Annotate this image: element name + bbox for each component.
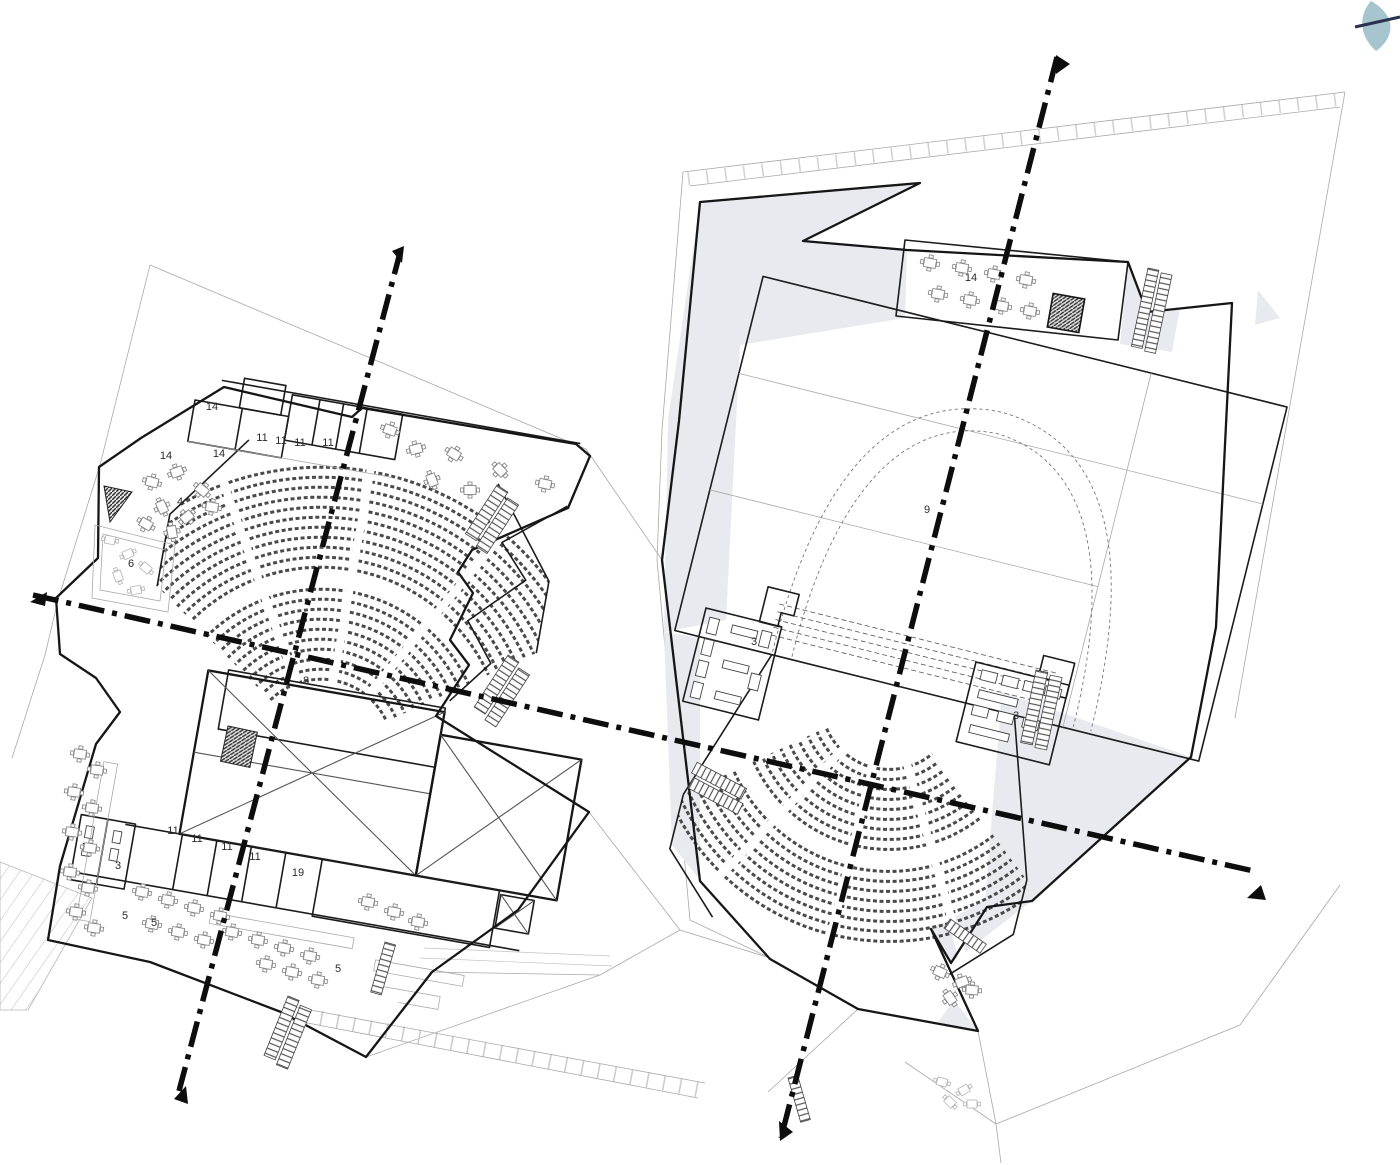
- left-lower-rooms: [69, 813, 536, 952]
- room-label-14: 14: [160, 450, 172, 462]
- section-cut-horizontal-arrow: [1247, 885, 1266, 900]
- west-stair-wedge: [103, 485, 133, 524]
- section-cut-right-vertical-arrow: [1056, 55, 1070, 74]
- section-cut-right-vertical-arrow: [779, 1121, 793, 1141]
- left-top-rooms: [186, 377, 581, 478]
- section-cut-left-vertical-arrow: [392, 246, 404, 263]
- room-labels: 14 11 11 11 11 14 14 4 6 8 11 11 11 11 3 19 5 5 5 14 9 3 3: [115, 272, 1019, 975]
- wc-room-left: [681, 607, 783, 721]
- restaurant-counters: [75, 761, 465, 1010]
- section-cut-left-vertical-arrow: [174, 1086, 188, 1104]
- promenade-zigzag-wall: [449, 505, 568, 702]
- room-label-6: 6: [128, 558, 134, 570]
- logo-line: [1354, 15, 1400, 29]
- auditorium-side-walls: [156, 439, 550, 654]
- architect-logo: [1354, 1, 1400, 51]
- room-label-9: 9: [924, 504, 930, 516]
- section-cut-horizontal-arrow: [30, 592, 47, 606]
- room-label-11: 11: [221, 841, 232, 853]
- section-cut-horizontal: [32, 592, 1259, 875]
- room-label-4: 4: [177, 496, 183, 508]
- room-label-19: 19: [292, 867, 304, 879]
- room-label-11: 11: [275, 435, 286, 447]
- shaft-hatched: [1046, 292, 1086, 334]
- room-label-3: 3: [115, 860, 121, 872]
- left-building: [46, 377, 592, 1059]
- section-cut-left-vertical: [176, 248, 404, 1092]
- main-hall: [673, 275, 1288, 762]
- terrace-hatched-area: [0, 861, 93, 1011]
- room-label-11: 11: [294, 437, 305, 449]
- room-label-14: 14: [213, 448, 225, 460]
- stairs: [219, 267, 1173, 1123]
- room-label-3: 3: [751, 636, 757, 648]
- room-label-5: 5: [122, 910, 128, 922]
- room-label-3: 3: [1013, 710, 1019, 722]
- room-label-5: 5: [335, 963, 341, 975]
- room-label-14: 14: [965, 272, 977, 284]
- right-auditorium-walls: [669, 794, 1028, 977]
- room-label-14: 14: [206, 401, 218, 413]
- room-label-8: 8: [303, 675, 309, 687]
- right-building-outline: [660, 181, 1234, 1033]
- room-label-11: 11: [249, 851, 260, 863]
- logo-shape: [1362, 1, 1391, 51]
- room-label-11: 11: [191, 833, 202, 845]
- section-cut-lines: [30, 55, 1266, 1141]
- room-label-11: 11: [167, 825, 178, 837]
- terrace-steps-band: [286, 1004, 702, 1098]
- room-label-5: 5: [151, 917, 157, 929]
- left-building-outline: [46, 385, 592, 1059]
- left-building-interior: [69, 377, 583, 1010]
- section-cut-right-vertical: [778, 56, 1060, 1139]
- right-top-room-14: [895, 239, 1129, 341]
- terrace-6-outline: [91, 524, 176, 613]
- room-label-11: 11: [322, 437, 333, 449]
- room-label-11: 11: [256, 432, 267, 444]
- site-edge-paving-band: [687, 92, 1343, 186]
